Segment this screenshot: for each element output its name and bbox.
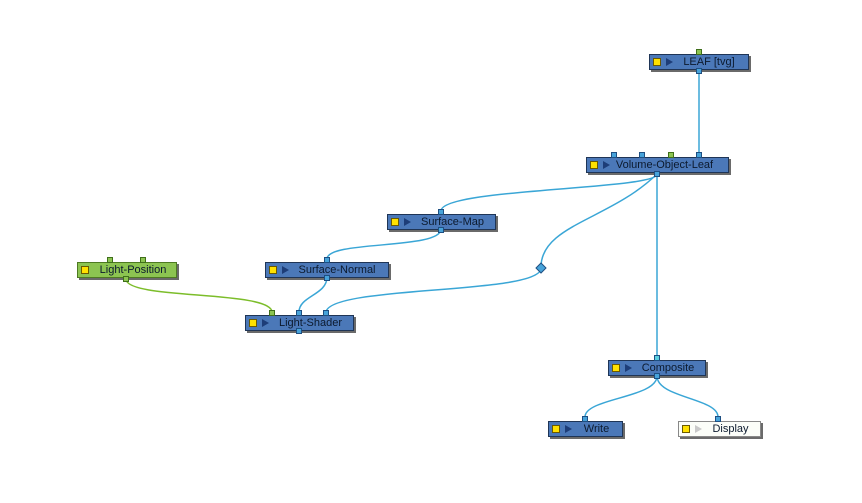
volume-object-leaf-node[interactable]: Volume-Object-Leaf	[586, 157, 729, 173]
node-label: Light-Shader	[279, 317, 342, 329]
volume-input-port-3[interactable]	[668, 152, 674, 158]
enable-toggle[interactable]	[269, 266, 277, 274]
light-shader-output-port[interactable]	[296, 328, 302, 334]
node-label: LEAF [tvg]	[683, 56, 735, 68]
play-icon	[282, 266, 289, 274]
wire-surface-normal-to-light-shader	[298, 276, 328, 313]
surface-map-output-port[interactable]	[438, 227, 444, 233]
play-icon	[262, 319, 269, 327]
node-label: Write	[583, 423, 610, 435]
wire-light-position-to-light-shader	[125, 278, 273, 313]
enable-toggle[interactable]	[552, 425, 560, 433]
surface-normal-output-port[interactable]	[324, 275, 330, 281]
wire-surface-map-to-surface-normal	[326, 228, 442, 260]
light-shader-input-port-1[interactable]	[269, 310, 275, 316]
play-icon	[695, 425, 702, 433]
volume-input-port-1[interactable]	[611, 152, 617, 158]
node-label: Light-Position	[99, 264, 167, 276]
surface-normal-input-port[interactable]	[324, 257, 330, 263]
node-label: Composite	[641, 362, 695, 374]
light-position-input-port-2[interactable]	[140, 257, 146, 263]
light-shader-input-port-2[interactable]	[296, 310, 302, 316]
volume-input-port-4[interactable]	[696, 152, 702, 158]
enable-toggle[interactable]	[682, 425, 690, 433]
play-icon	[625, 364, 632, 372]
node-label: Surface-Normal	[298, 264, 376, 276]
light-shader-input-port-3[interactable]	[323, 310, 329, 316]
play-icon	[565, 425, 572, 433]
display-input-port[interactable]	[715, 416, 721, 422]
write-input-port[interactable]	[582, 416, 588, 422]
display-node[interactable]: Display	[678, 421, 761, 437]
wire-composite-to-display	[656, 375, 719, 418]
node-label: Display	[712, 423, 749, 435]
write-node[interactable]: Write	[548, 421, 623, 437]
enable-toggle[interactable]	[249, 319, 257, 327]
enable-toggle[interactable]	[81, 266, 89, 274]
node-label: Surface-Map	[421, 216, 484, 228]
play-icon	[404, 218, 411, 226]
enable-toggle[interactable]	[653, 58, 661, 66]
composite-input-port[interactable]	[654, 355, 660, 361]
leaf-output-port[interactable]	[696, 68, 702, 74]
enable-toggle[interactable]	[590, 161, 598, 169]
node-label: Volume-Object-Leaf	[615, 159, 714, 171]
enable-toggle[interactable]	[391, 218, 399, 226]
enable-toggle[interactable]	[612, 364, 620, 372]
volume-input-port-2[interactable]	[639, 152, 645, 158]
light-position-input-port-1[interactable]	[107, 257, 113, 263]
play-icon	[666, 58, 673, 66]
wire-volume-to-surface-map	[440, 173, 658, 212]
composite-output-port[interactable]	[654, 373, 660, 379]
surface-map-input-port[interactable]	[438, 209, 444, 215]
wire-volume-to-light-shader	[325, 173, 658, 313]
volume-output-port[interactable]	[654, 171, 660, 177]
wire-composite-to-write	[584, 375, 658, 418]
light-position-output-port[interactable]	[123, 276, 129, 282]
wire-bend-point	[535, 262, 547, 274]
leaf-input-port[interactable]	[696, 49, 702, 55]
play-icon	[603, 161, 610, 169]
